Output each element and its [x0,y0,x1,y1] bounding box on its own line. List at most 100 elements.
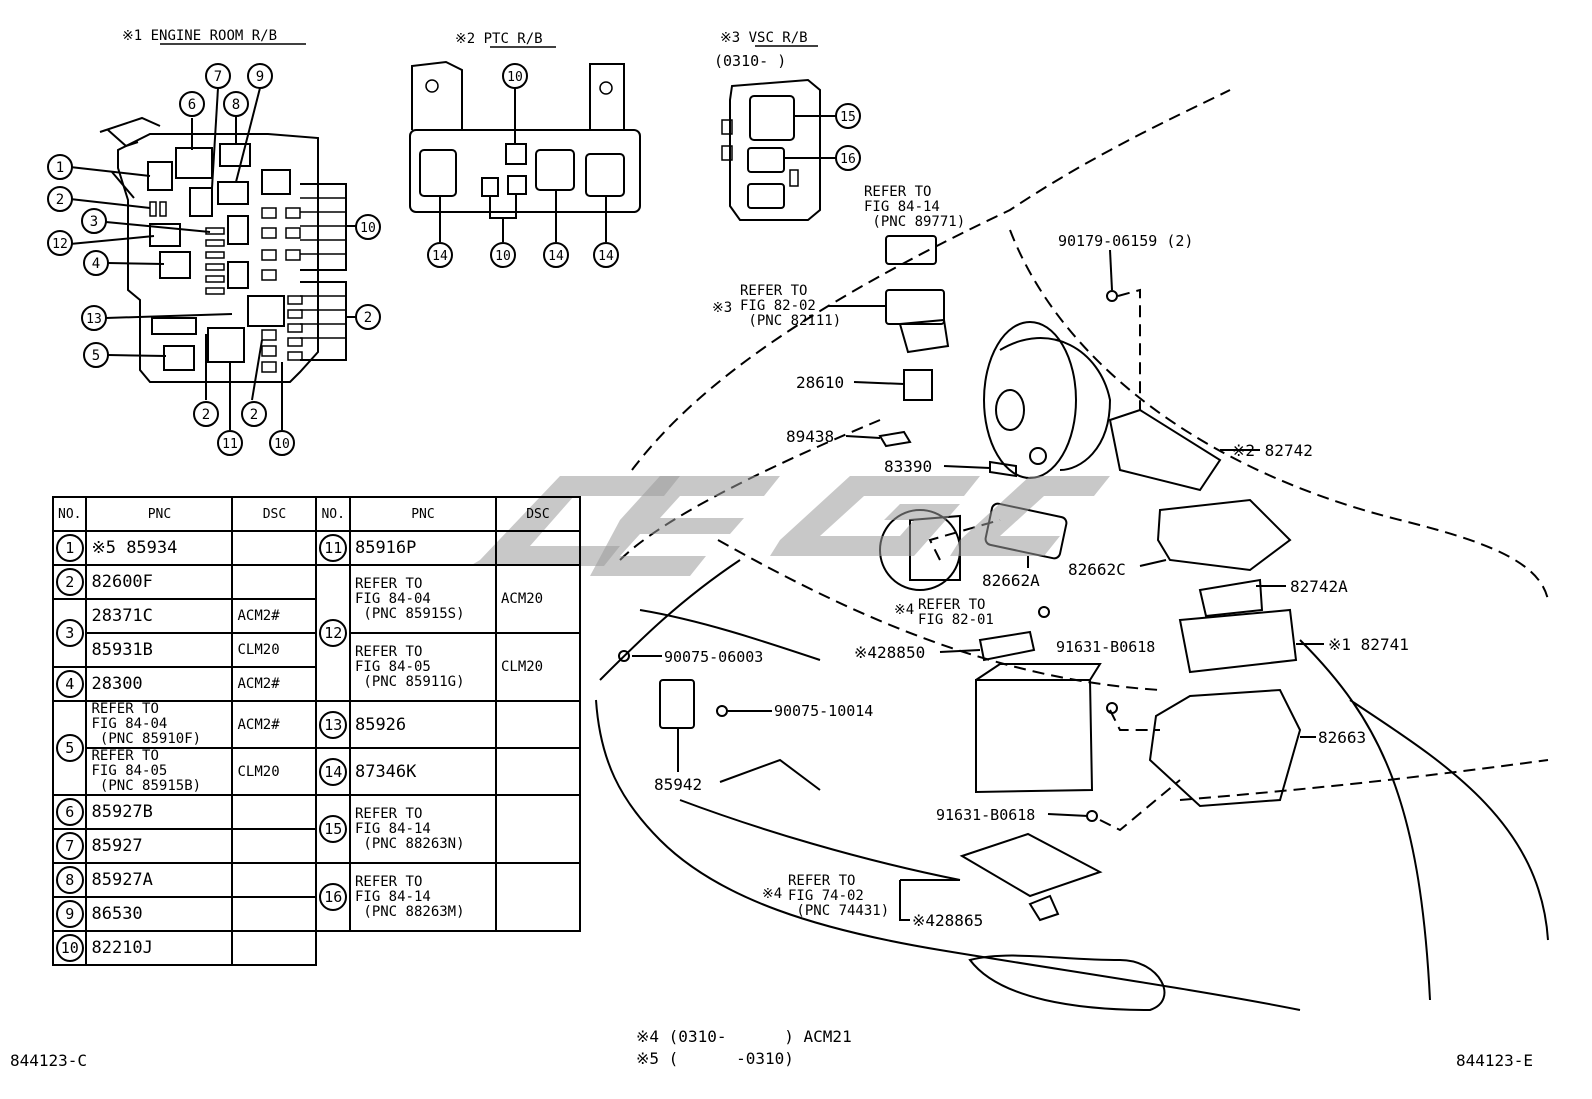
label-90179: 90179-06159 (2) [1058,232,1193,250]
label-ref-82111: REFER TO FIG 82-02 (PNC 82111) [740,283,842,329]
col-dsc-header: DSC [494,496,581,532]
label-ref-74431: REFER TO FIG 74-02 (PNC 74431) [788,873,890,919]
row-number-badge: 14 [319,757,348,786]
pnc-cell: 85927A [85,862,234,898]
pnc-cell: REFER TO FIG 84-04 (PNC 85910F) [85,700,234,749]
pnc-value: REFER TO FIG 84-04 (PNC 85910F) [91,701,202,747]
pnc-value: REFER TO FIG 84-05 (PNC 85911G) [354,643,465,690]
label-89438: 89438 [786,427,834,446]
callout-10: 10 [274,437,290,452]
callout-14: 14 [598,249,614,264]
col-no-header: NO. [51,496,88,532]
pnc-cell: 82600F [85,564,234,600]
row-number: 5 [51,700,88,796]
row-number-badge: 10 [55,934,84,962]
callout-10: 10 [507,70,523,85]
row-number: 1 [51,530,88,566]
vsc-rb-range: (0310- ) [714,52,786,70]
callout-2: 2 [364,310,372,326]
label-28850: ※428850 [854,643,925,662]
label-ref-82-01-mark: ※4 [894,602,914,618]
dsc-cell [494,747,581,796]
label-82742A: 82742A [1290,577,1348,596]
pnc-cell: 82210J [85,930,234,966]
col-no-header: NO. [315,496,351,532]
dsc-cell [231,862,318,898]
pnc-value: 85916P [354,538,417,558]
col-pnc-header: PNC [85,496,234,532]
dsc-cell: CLM20 [494,632,581,702]
pnc-value: 85931B [91,640,153,660]
row-number: 11 [315,530,351,566]
row-number: 16 [315,862,351,932]
dsc-cell [231,896,318,932]
col-dsc-header: DSC [231,496,318,532]
label-85942: 85942 [654,775,702,794]
pnc-value: REFER TO FIG 84-14 (PNC 88263N) [354,805,465,852]
dsc-cell: CLM20 [231,747,318,796]
label-28610: 28610 [796,373,844,392]
dsc-cell: ACM20 [494,564,581,634]
row-number-badge: 3 [55,619,84,647]
vsc-relay-block: 15 16 [721,78,861,221]
dsc-cell [231,930,318,966]
row-number-badge: 11 [319,534,348,562]
note-4: ※4 (0310- ) ACM21 [636,1027,852,1046]
row-number: 6 [51,794,88,830]
pnc-value: 85927 [91,836,143,856]
ptc-rb-title: ※2 PTC R/B [455,31,543,47]
pnc-value: 28371C [91,606,153,626]
pnc-value: 85927A [91,870,153,890]
callout-8: 8 [232,97,240,113]
label-28865: ※428865 [912,911,983,930]
pnc-value: 82600F [91,572,153,592]
callout-4: 4 [92,256,100,272]
dsc-cell: ACM2# [231,700,318,749]
row-number: 9 [51,896,88,932]
callout-2: 2 [250,407,258,423]
pnc-value: 86530 [91,904,143,924]
leader-lines [632,249,1324,921]
row-number: 8 [51,862,88,898]
callout-7: 7 [214,69,222,85]
row-number-badge: 16 [319,883,348,911]
callout-5: 5 [92,348,100,364]
row-number-badge: 8 [55,866,84,894]
pnc-value: REFER TO FIG 84-14 (PNC 88263M) [354,873,465,920]
row-number: 7 [51,828,88,864]
table-row: 85931B CLM20 REFER TO FIG 84-05 (PNC 85911… [53,632,581,702]
row-number-badge: 7 [55,832,84,860]
label-82663: 82663 [1318,728,1366,747]
dsc-cell [494,530,581,566]
label-82741: ※1 82741 [1328,635,1409,654]
col-pnc-header: PNC [348,496,497,532]
engine-room-relay-block [69,87,356,430]
callout-10: 10 [495,249,511,264]
pnc-cell: REFER TO FIG 84-14 (PNC 88263M) [348,862,497,932]
row-number-badge: 1 [55,534,84,562]
pnc-cell: 86530 [85,896,234,932]
table-row: 10 82210J [51,930,580,966]
row-number: 10 [51,930,88,966]
callout-3: 3 [90,214,98,230]
pnc-value: 28300 [91,674,143,694]
row-number-badge: 12 [319,619,348,647]
pnc-value: 82210J [91,938,153,958]
callout-9: 9 [256,69,264,85]
row-number-badge: 5 [55,734,84,762]
dsc-cell [231,530,318,566]
callout-2: 2 [202,407,210,423]
callout-16: 16 [840,152,856,167]
diagram-id-right: 844123-E [1456,1051,1533,1070]
engine-room-rb-title: ※1 ENGINE ROOM R/B [122,28,277,44]
pnc-value: 87346K [354,761,417,782]
relay-parts [618,235,1302,922]
label-ref-82111-mark: ※3 [712,300,732,316]
